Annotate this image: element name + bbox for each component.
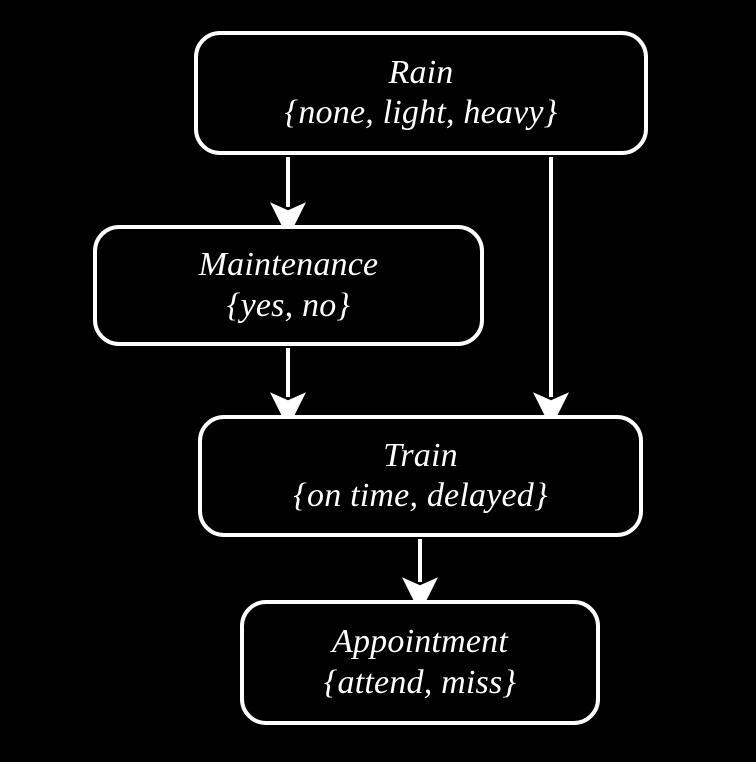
node-rain[interactable]: Rain {none, light, heavy} (194, 31, 648, 155)
node-maintenance-name: Maintenance (198, 246, 379, 284)
node-maintenance[interactable]: Maintenance {yes, no} (93, 225, 484, 346)
node-train-name: Train (383, 436, 458, 474)
node-train-states: {on time, delayed} (293, 477, 548, 514)
node-train[interactable]: Train {on time, delayed} (198, 415, 643, 537)
node-rain-name: Rain (388, 53, 454, 91)
node-appointment-name: Appointment (332, 623, 508, 661)
node-appointment[interactable]: Appointment {attend, miss} (240, 600, 600, 725)
node-appointment-states: {attend, miss} (323, 663, 517, 701)
node-maintenance-states: {yes, no} (226, 286, 351, 324)
node-rain-states: {none, light, heavy} (284, 94, 558, 131)
